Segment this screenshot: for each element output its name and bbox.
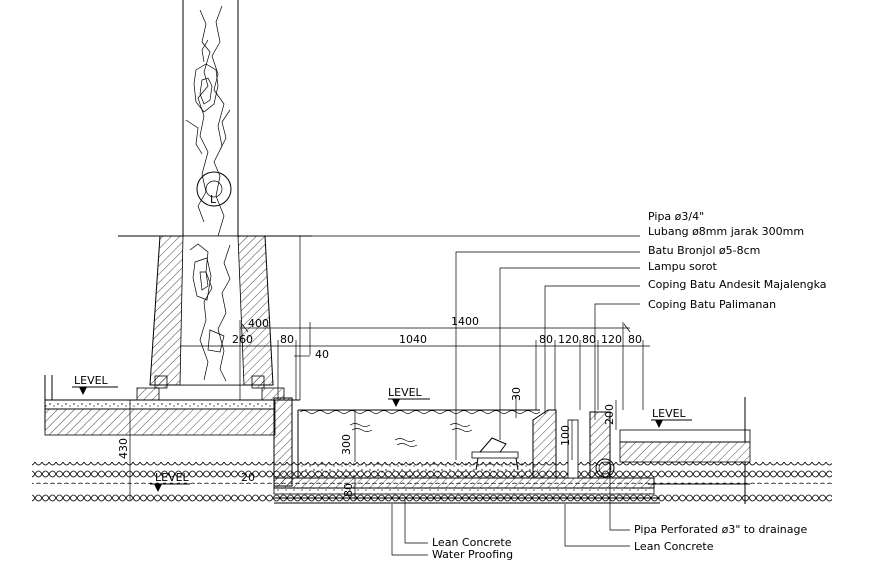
callout-holes: Lubang ø8mm jarak 300mm (648, 225, 804, 238)
level-marker-left: LEVEL (72, 374, 118, 395)
dim-300: 300 (340, 434, 353, 455)
right-pavement (619, 397, 751, 504)
dim-430: 430 (117, 438, 130, 459)
dim-120b: 120 (601, 333, 622, 346)
leader-lines (299, 235, 640, 556)
level-marker-bottom: LEVEL (150, 471, 190, 492)
level-marker-right: LEVEL (651, 407, 692, 428)
spotlight-icon (471, 437, 519, 471)
dimension-labels: 1400 400 260 80 40 1040 80 120 80 120 80… (117, 315, 642, 497)
dim-80d: 80 (628, 333, 642, 346)
callout-coping-palimanan: Coping Batu Palimanan (648, 298, 776, 311)
callout-spotlight: Lampu sorot (648, 260, 718, 273)
svg-text:LEVEL: LEVEL (74, 374, 109, 387)
dim-1400: 1400 (451, 315, 479, 328)
dim-1040: 1040 (399, 333, 427, 346)
callout-water-proofing: Water Proofing (432, 548, 513, 561)
callouts: Pipa ø3/4" Lubang ø8mm jarak 300mm Batu … (432, 210, 827, 561)
level-marker-pool: LEVEL (388, 386, 430, 407)
dimension-lines (129, 320, 650, 500)
dim-80a: 80 (280, 333, 294, 346)
dim-80b: 80 (539, 333, 553, 346)
pool-structure (273, 397, 660, 504)
callout-pipe-perforated: Pipa Perforated ø3" to drainage (634, 523, 807, 536)
svg-text:LEVEL: LEVEL (155, 471, 190, 484)
callout-gabion-stone: Batu Bronjol ø5-8cm (648, 244, 760, 257)
tree-symbol-icon (196, 171, 232, 207)
dim-100: 100 (559, 425, 572, 446)
dim-20: 20 (241, 471, 255, 484)
tree-symbol-label: L (210, 193, 217, 206)
dim-40: 40 (315, 348, 329, 361)
dim-80c: 80 (582, 333, 596, 346)
dim-30: 30 (510, 387, 523, 401)
callout-lean-concrete-right: Lean Concrete (634, 540, 714, 553)
tree-planter (149, 235, 274, 386)
dim-120a: 120 (558, 333, 579, 346)
callout-pipe-small: Pipa ø3/4" (648, 210, 704, 223)
tree-trunk: L (182, 0, 239, 237)
dim-80e: 80 (342, 483, 355, 497)
dim-260: 260 (232, 333, 253, 346)
callout-lean-concrete-left: Lean Concrete (432, 536, 512, 549)
left-pavement (44, 375, 300, 436)
dim-200: 200 (603, 404, 616, 425)
perforated-pipe-icon (595, 458, 615, 478)
svg-text:LEVEL: LEVEL (388, 386, 423, 399)
callout-coping-andesit: Coping Batu Andesit Majalengka (648, 278, 827, 291)
dim-400: 400 (248, 317, 269, 330)
svg-text:LEVEL: LEVEL (652, 407, 687, 420)
